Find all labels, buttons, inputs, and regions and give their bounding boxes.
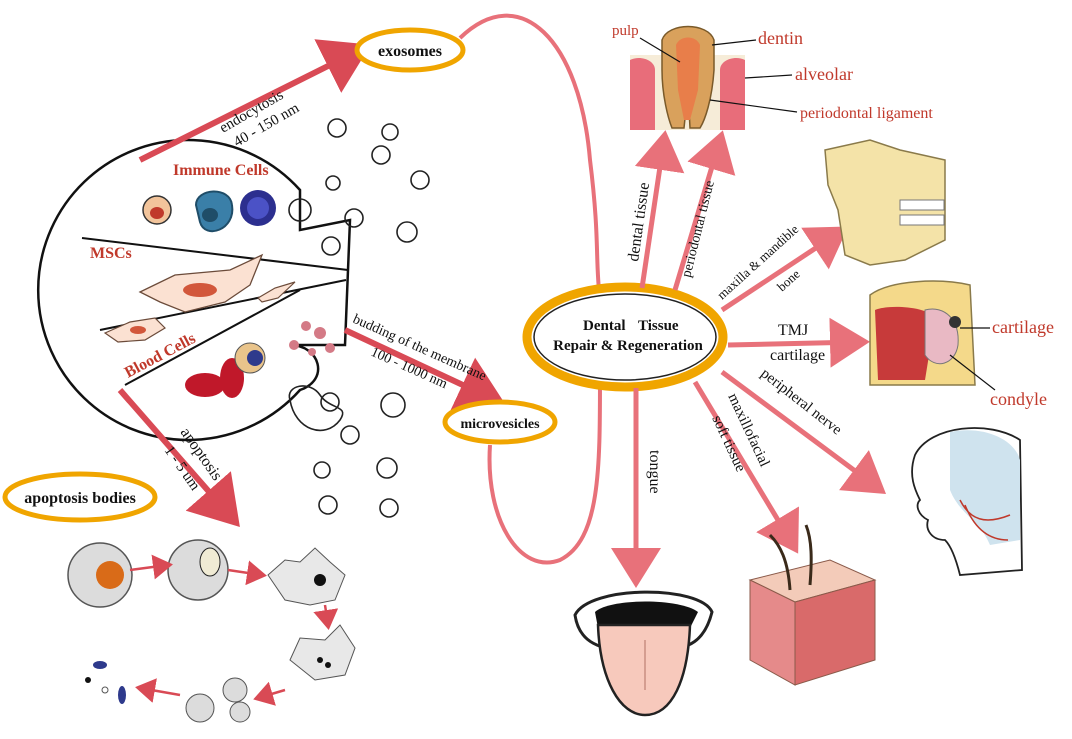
label-periodontal-tissue: periodontal tissue (679, 179, 718, 279)
apoptosis-sequence (67, 539, 356, 723)
tmj-illustration (869, 280, 976, 386)
arrow-endocytosis (138, 39, 371, 163)
label-tmj-cartilage: cartilage (770, 347, 825, 364)
tmj-label-condyle: condyle (990, 389, 1047, 409)
tongue-illustration (573, 590, 714, 717)
label-immune-cells: Immune Cells (173, 162, 269, 179)
center-title-1b: Tissue (638, 318, 679, 334)
label-tongue: tongue (646, 450, 663, 494)
microvesicles-oval: microvesicles (442, 399, 558, 445)
label-peripheral-nerve: peripheral nerve (758, 366, 845, 439)
label-exosomes: exosomes (378, 43, 442, 60)
center-oval: Dental Tissue Repair & Regeneration (522, 282, 728, 392)
exosomes-oval: exosomes (354, 27, 466, 73)
tooth-label-dentin: dentin (758, 28, 803, 48)
tooth-label-periodontal-ligament: periodontal ligament (800, 105, 933, 122)
arrow-maxilla (720, 226, 849, 313)
skull-illustration (824, 139, 946, 266)
center-title-2: Repair & Regeneration (553, 338, 703, 354)
arrow-budding (343, 327, 506, 412)
label-microvesicles: microvesicles (460, 417, 540, 432)
connector-microvesicles (487, 374, 602, 565)
arrow-tmj (727, 317, 870, 368)
tmj-label-cartilage: cartilage (992, 317, 1054, 337)
arrow-apoptosis (117, 388, 240, 528)
mscs-group (103, 253, 296, 343)
label-mscs: MSCs (90, 245, 132, 262)
skin-illustration (748, 524, 877, 686)
blood-cells-group (185, 321, 335, 398)
vesicle-cluster (288, 118, 430, 518)
label-tmj: TMJ (778, 322, 808, 339)
tooth-illustration (630, 25, 745, 130)
arrow-dental-tissue (634, 130, 685, 289)
label-apoptosis-bodies: apoptosis bodies (24, 490, 136, 507)
arrow-soft-tissue (692, 380, 799, 554)
tooth-label-alveolar: alveolar (795, 64, 853, 84)
immune-cells-group (142, 190, 276, 233)
arrow-peripheral-nerve (720, 369, 887, 494)
connector-exosomes (458, 13, 602, 301)
arrow-periodontal-tissue (672, 130, 736, 291)
tooth-label-pulp: pulp (612, 23, 639, 39)
head-illustration (911, 427, 1023, 576)
apoptosis-bodies-oval: apoptosis bodies (2, 471, 158, 523)
center-title-1a: Dental (583, 318, 626, 334)
